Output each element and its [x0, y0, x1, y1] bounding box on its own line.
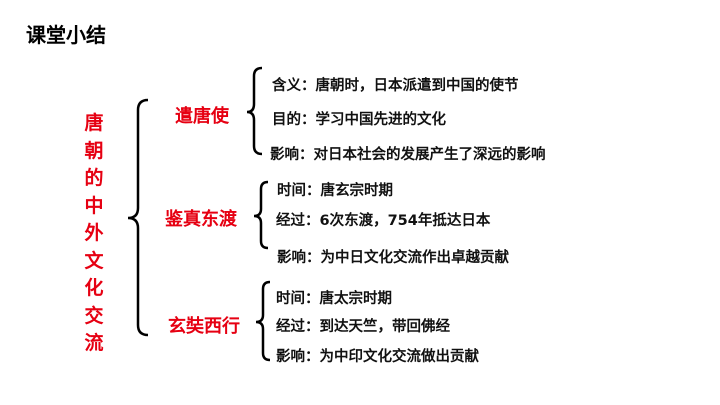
branch-item: 影响：为中印文化交流做出贡献 [276, 349, 479, 365]
branch-item: 经过：到达天竺，带回佛经 [276, 319, 450, 335]
branch-item: 时间：唐太宗时期 [276, 291, 392, 307]
branch-item: 含义：唐朝时，日本派遣到中国的使节 [272, 78, 519, 94]
brace-1 [246, 66, 263, 156]
branch-item: 影响：为中日文化交流作出卓越贡献 [277, 250, 509, 266]
branch-label-xuanzang: 玄奘西行 [168, 316, 240, 337]
slide-title: 课堂小结 [26, 23, 106, 47]
brace-2 [253, 180, 269, 250]
branch-item: 时间：唐玄宗时期 [277, 183, 393, 199]
branch-label-jianzhen: 鉴真东渡 [165, 209, 237, 230]
brace-3 [255, 280, 271, 362]
branch-item: 影响：对日本社会的发展产生了深远的影响 [270, 147, 546, 163]
main-topic: 唐朝的中外文化交流 [84, 112, 104, 354]
branch-label-envoys: 遣唐使 [175, 106, 229, 127]
main-brace [127, 98, 149, 337]
branch-item: 目的：学习中国先进的文化 [272, 112, 446, 128]
branch-item: 经过：6次东渡，754年抵达日本 [276, 213, 491, 229]
